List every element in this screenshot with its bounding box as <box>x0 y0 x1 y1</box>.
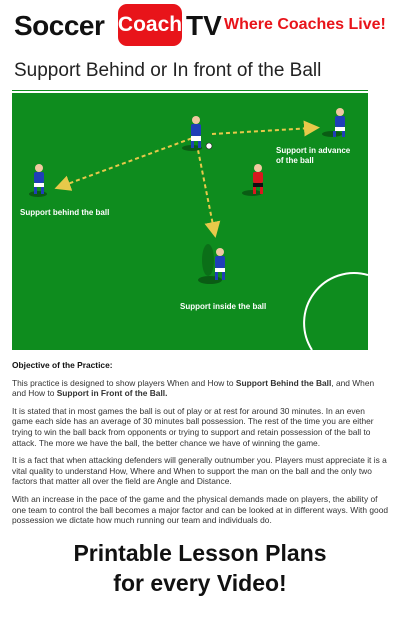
paragraph-intro: This practice is designed to show player… <box>12 378 388 399</box>
player-behind-icon <box>29 164 47 197</box>
tagline: Where Coaches Live! <box>224 16 386 33</box>
lesson-text: Objective of the Practice: This practice… <box>12 360 388 533</box>
opponent-player-icon <box>242 164 263 196</box>
label-support-behind: Support behind the ball <box>20 208 110 217</box>
pitch-arc <box>303 272 368 350</box>
brand-soccer: Soccer <box>14 10 105 41</box>
pitch-diagram: Support in advance of the ball Support b… <box>12 90 368 350</box>
arrow-behind <box>54 135 199 191</box>
intro-bold-1: Support Behind the Ball <box>235 377 332 388</box>
label-support-advance: Support in advance of the ball <box>276 146 351 165</box>
paragraph-possession: It is stated that in most games the ball… <box>12 405 374 448</box>
page-title: Support Behind or In front of the Ball <box>14 60 322 81</box>
player-inside-icon <box>198 244 225 284</box>
player-on-ball-icon <box>182 116 202 151</box>
brand-tv: TV <box>186 10 222 41</box>
player-advance-icon <box>322 108 345 137</box>
promo-line-1: Printable Lesson Plans <box>73 540 327 566</box>
paragraph-support: It is a fact that when attacking defende… <box>12 455 387 487</box>
intro-text-1: This practice is designed to show player… <box>12 377 236 388</box>
paragraph-pace: With an increase in the pace of the game… <box>12 493 389 526</box>
intro-bold-2: Support in Front of the Ball. <box>56 388 168 399</box>
ball-icon <box>205 142 213 150</box>
promo-footer: Printable Lesson Plans for every Video! <box>0 538 400 598</box>
intro-text-2: , and When and How to <box>12 377 375 399</box>
promo-line-2: for every Video! <box>113 570 287 596</box>
arrow-inside <box>197 149 221 238</box>
brand-coach-badge: Coach <box>118 4 182 46</box>
arrow-advance <box>211 120 320 137</box>
objective-heading: Objective of the Practice: <box>12 360 113 370</box>
site-header: Soccer Coach TV Where Coaches Live! <box>0 0 400 50</box>
label-support-inside: Support inside the ball <box>180 302 267 311</box>
pitch-drawing <box>12 91 368 350</box>
